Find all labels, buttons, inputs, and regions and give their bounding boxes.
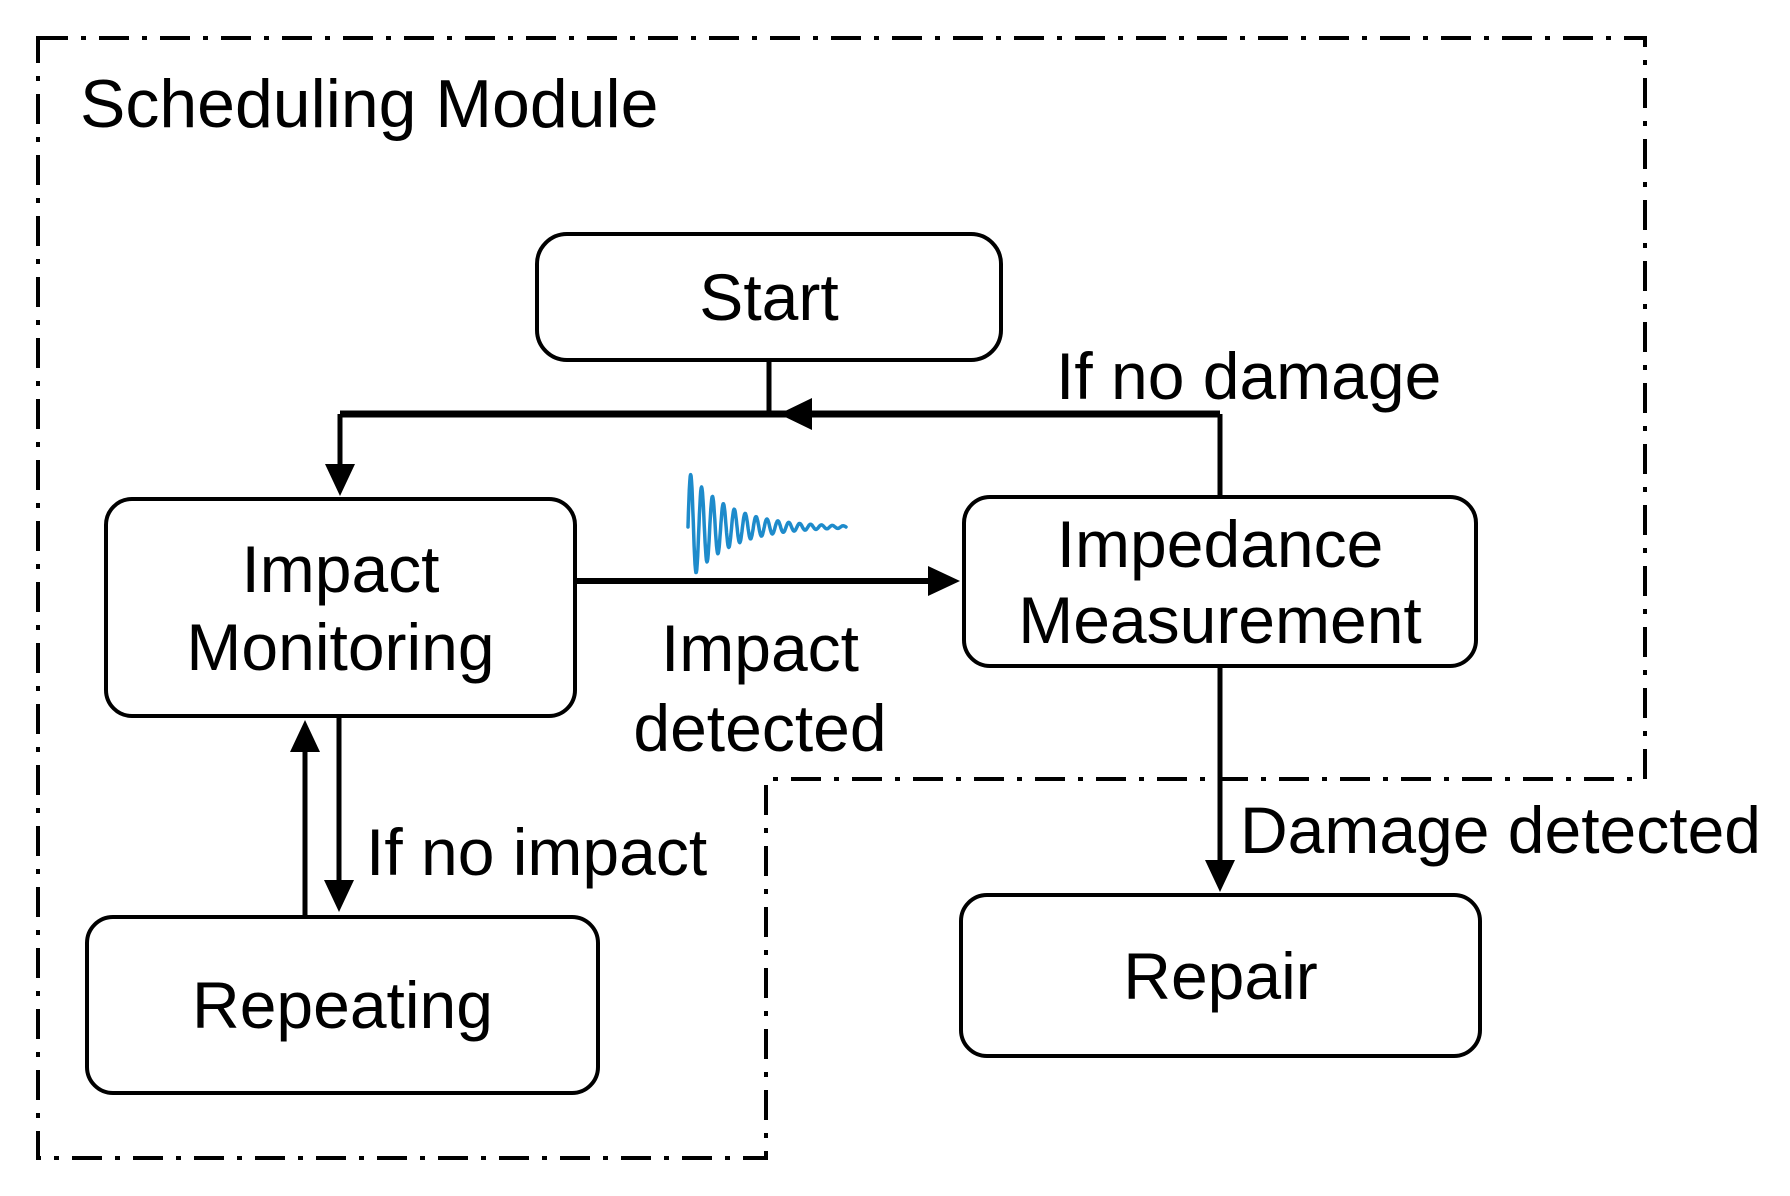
arrowhead-into-impedance [928, 566, 960, 596]
label-if-no-damage: If no damage [1056, 339, 1442, 413]
label-damage-detected: Damage detected [1240, 793, 1762, 867]
arrowhead-into-impact-monitoring [325, 464, 355, 496]
vibration-signal-waveform-icon [686, 472, 848, 575]
arrowhead-into-repair [1205, 860, 1235, 892]
arrowhead-left-junction [779, 398, 812, 430]
node-impact-monitoring: Impact Monitoring [104, 497, 577, 718]
node-impedance-measurement: Impedance Measurement [962, 495, 1478, 668]
arrowhead-up-into-impact-monitoring [290, 720, 320, 752]
node-repair: Repair [959, 893, 1482, 1058]
module-title: Scheduling Module [80, 66, 659, 142]
label-impact-detected: Impact detected [633, 611, 887, 765]
arrowhead-down-into-repeating [324, 880, 354, 912]
label-if-no-impact: If no impact [366, 815, 708, 889]
node-start: Start [535, 232, 1003, 362]
node-repeating: Repeating [85, 915, 600, 1095]
scheduling-module-boundary [36, 36, 1647, 1160]
